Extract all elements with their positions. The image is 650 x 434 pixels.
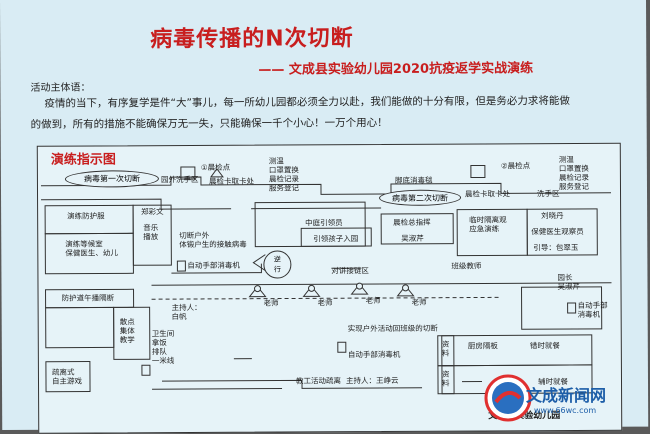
- reverse-oval: 逆 行: [263, 250, 291, 278]
- guide-children-label: 引领孩子入园: [313, 234, 358, 243]
- disinfect-area-label: 防护道午播隔断: [62, 293, 115, 302]
- temp1-label: 测温 口罩置换 晨检记录 服务登记: [269, 156, 299, 192]
- outdoor-wash-label: 园外洗手区: [161, 175, 199, 184]
- bao-label: 引导：包翠玉: [533, 243, 578, 252]
- watermark-url: www.66wc.com: [534, 406, 596, 415]
- check1-label: ①晨检点: [201, 163, 230, 172]
- zheng-label: 郑彩文: [141, 207, 164, 216]
- middle-guide-label: 中庭引领员: [305, 218, 343, 227]
- music-label: 音乐 播放: [143, 223, 158, 241]
- dining-label: 错时就餐: [530, 341, 560, 350]
- drill-area-label: 演练防护服: [67, 211, 105, 220]
- host2-label: 主持人：王峥云: [346, 376, 399, 385]
- data1-label: 资 料: [442, 340, 450, 358]
- auto-disinfect2-label: 自动手部 消毒机: [578, 301, 608, 319]
- temp2-label: 测温 口罩置换 晨检记录 服务登记: [559, 155, 589, 191]
- swipe2-label: 晨检卡取卡处: [465, 189, 510, 198]
- command-label: 晨检总指挥: [393, 218, 431, 227]
- teach-area-label: 教工活动疏离: [296, 376, 341, 385]
- scatter-label: 散点 集体 教学: [120, 317, 135, 344]
- teacher-label-1: 老师: [264, 299, 279, 308]
- isolation-label: 临时隔离观 应急演练: [469, 215, 507, 233]
- wu-label: 吴淑芹: [401, 234, 424, 243]
- teacher-label-3: 老师: [366, 296, 381, 305]
- hygiene-label: 卫生间 拿饭 排队 一米线: [152, 329, 175, 365]
- outdoor-cut-label: 切断户外 体锻户生的接触病毒: [179, 231, 247, 249]
- teacher-label-2: 老师: [318, 298, 333, 307]
- meet-area-label: 对讲接链区: [331, 266, 369, 275]
- auto-disinfect1-label: 自动手部消毒机: [187, 261, 240, 270]
- data2-label: 资 料: [442, 370, 450, 388]
- outdoor-cut2-label: 实现户外活动回班级的切断: [348, 324, 438, 333]
- teacher-label-4: 老师: [412, 298, 427, 307]
- foot-disinfect-label: 脚底消毒毯: [395, 176, 433, 185]
- principal-label: 园长 吴淑芹: [557, 273, 580, 291]
- check2-label: ②晨检点: [501, 161, 530, 170]
- kitchen-label: 厨房隔板: [468, 341, 498, 350]
- host1-label: 主持人： 白帆: [172, 303, 202, 321]
- watermark-brand: 文成新闻网: [526, 382, 606, 406]
- liu-label: 刘晓丹: [541, 211, 564, 220]
- retreat-game-label: 疏离式 自主游戏: [52, 368, 82, 386]
- auto-disinfect3-label: 自动手部消毒机: [348, 350, 401, 359]
- guard-label: 保健医生观察员: [531, 227, 584, 236]
- swipe1-label: 晨检卡取卡处: [209, 177, 254, 186]
- class-teacher-label: 班级教师: [451, 261, 481, 270]
- indoor-wash-label: 洗手区: [537, 189, 560, 198]
- drill-staff-label: 演练等候室 保健医生、幼儿: [65, 239, 118, 257]
